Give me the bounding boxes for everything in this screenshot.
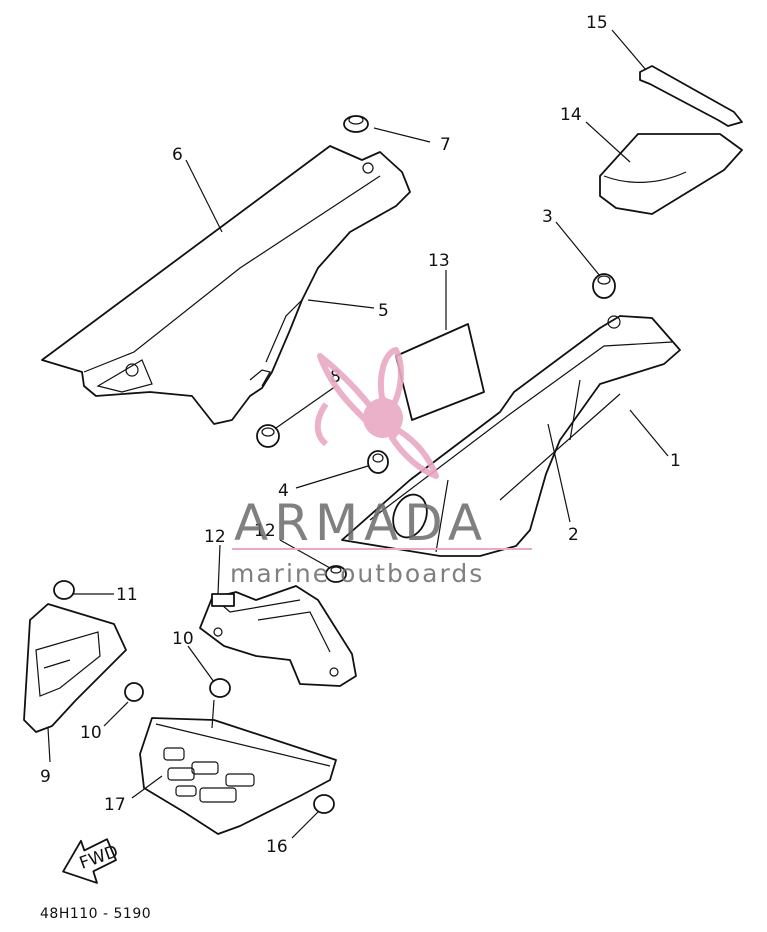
part-6-side-cover-left <box>41 145 411 425</box>
diagram-code: 48H110 - 5190 <box>40 906 151 922</box>
part-15-plate <box>395 323 485 421</box>
part-10-grommet-lower <box>313 794 335 814</box>
callout-15: 13 <box>428 251 450 271</box>
part-16-pouch <box>599 133 743 215</box>
part-8-grommet <box>256 424 280 448</box>
callout-2: 2 <box>568 525 579 545</box>
part-14-bolt <box>325 565 347 583</box>
callout-12-upper: 11 <box>116 585 138 605</box>
grille-slots <box>163 747 255 803</box>
watermark-brand: ARMADA <box>234 494 488 552</box>
callout-4: 4 <box>278 481 289 501</box>
leader-lines <box>47 29 669 839</box>
callout-5: 5 <box>378 301 389 321</box>
callout-11: 9 <box>40 767 51 787</box>
callout-9: 17 <box>104 795 126 815</box>
callout-10-upper: 10 <box>172 629 194 649</box>
callout-17: 15 <box>586 13 608 33</box>
callout-labels: 15 14 7 6 3 13 5 8 1 4 2 12 12 11 10 10 … <box>40 13 681 857</box>
part-11-small-cover <box>23 603 127 733</box>
part-12-grommet-lower <box>124 682 144 702</box>
watermark-tagline: marine outboards <box>230 559 484 588</box>
callout-6: 6 <box>172 145 183 165</box>
watermark: ARMADA marine outboards <box>230 347 532 588</box>
callout-12-lower: 10 <box>80 723 102 743</box>
part-10-grommet-upper <box>209 678 231 698</box>
callout-1: 1 <box>670 451 681 471</box>
callout-7: 7 <box>440 135 451 155</box>
propeller-logo-icon <box>314 347 439 479</box>
watermark-divider <box>232 548 532 550</box>
part-12-grommet-upper <box>53 580 75 600</box>
callout-14: 12 <box>254 521 276 541</box>
part-7-grommet <box>343 115 369 133</box>
callout-10-lower: 16 <box>266 837 288 857</box>
callout-16: 14 <box>560 105 582 125</box>
fwd-arrow: FWD <box>62 838 121 884</box>
callout-13: 12 <box>204 527 226 547</box>
part-13-bracket <box>199 585 357 687</box>
part-17-strap <box>639 65 743 127</box>
callout-3: 3 <box>542 207 553 227</box>
callout-8: 8 <box>330 367 341 387</box>
part-9-grille-cover <box>139 717 337 835</box>
part-4-grommet <box>367 450 389 474</box>
part-3-grommet <box>592 273 616 299</box>
